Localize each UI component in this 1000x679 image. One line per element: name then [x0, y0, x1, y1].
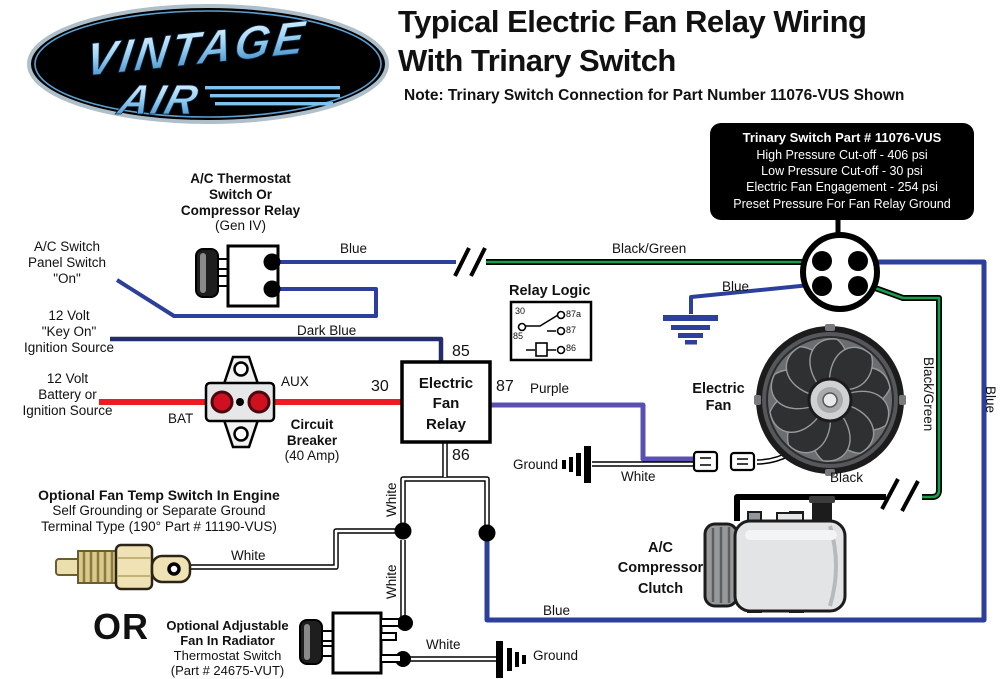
- engine-temp-sensor: [55, 543, 192, 591]
- wire-label-blue-vertical: Blue: [983, 386, 998, 414]
- wire-blue-ground: [689, 282, 821, 314]
- radiator-switch-sublabel: Thermostat Switch (Part # 24675-VUT): [170, 648, 285, 679]
- compressor-label: A/C Compressor Clutch: [617, 540, 704, 597]
- ground-symbol-trinary: [663, 315, 718, 345]
- wire-label-dark-blue: Dark Blue: [297, 323, 357, 338]
- key-on-label: 12 Volt "Key On" Ignition Source: [23, 308, 115, 355]
- or-label: OR: [93, 606, 149, 647]
- wire-blue-loop: [484, 259, 987, 623]
- title-note: Note: Trinary Switch Connection for Part…: [404, 87, 905, 104]
- wire-label-purple: Purple: [530, 381, 570, 396]
- circuit-breaker: [204, 355, 276, 449]
- wire-label-blue-top: Blue: [340, 241, 368, 256]
- wire-label-blue-trinary: Blue: [722, 279, 750, 294]
- wire-white-branch: [400, 476, 490, 533]
- trinary-info-title: Trinary Switch Part # 11076-VUS: [742, 130, 942, 145]
- wire-label-black-green-top: Black/Green: [612, 241, 687, 256]
- radiator-thermostat-switch: [299, 611, 402, 675]
- wire-break-right: [880, 478, 920, 512]
- relay-terminal-30: 30: [371, 378, 389, 395]
- logic-87a: 87a: [566, 309, 582, 319]
- logic-30: 30: [515, 306, 526, 316]
- relay-terminal-87: 87: [496, 378, 514, 395]
- logic-86: 86: [566, 343, 577, 353]
- wire-label-black-green-vertical: Black/Green: [921, 357, 936, 432]
- electric-fan: [754, 324, 906, 476]
- trinary-info-box: Trinary Switch Part # 11076-VUS High Pre…: [710, 123, 974, 220]
- wire-purple: [490, 402, 694, 462]
- vintage-air-logo: VINTAGE AIR: [27, 4, 389, 124]
- wire-label-white-fan: White: [621, 469, 656, 484]
- wire-label-ground-bottom: Ground: [533, 648, 579, 663]
- trinary-switch: [800, 232, 880, 312]
- engine-switch-sublabel: Self Grounding or Separate Ground Termin…: [41, 503, 277, 534]
- relay-terminal-86: 86: [452, 447, 470, 464]
- fan-connectors: [692, 450, 756, 473]
- wire-white-engine: [186, 528, 396, 570]
- fan-mount-tabs: [754, 324, 906, 476]
- trinary-info-lines: High Pressure Cut-off - 406 psi Low Pres…: [733, 147, 951, 211]
- fan-relay-box: [400, 360, 492, 444]
- ac-thermostat-label: A/C Thermostat Switch Or Compressor Rela…: [180, 171, 301, 218]
- electric-fan-label: Electric Fan: [692, 381, 745, 415]
- radiator-switch-label: Optional Adjustable Fan In Radiator: [166, 618, 289, 649]
- breaker-sublabel: (40 Amp): [284, 448, 340, 463]
- relay-logic-title: Relay Logic: [509, 283, 591, 299]
- logic-87: 87: [566, 325, 577, 335]
- ac-switch-panel-label: A/C Switch Panel Switch "On": [27, 239, 107, 286]
- ground-symbol-bottom: [496, 641, 526, 678]
- wire-black-compressor: [734, 494, 886, 521]
- wire-label-blue-bottom: Blue: [543, 603, 571, 618]
- wire-label-ground-fan: Ground: [513, 457, 559, 472]
- wire-dark-blue: [110, 336, 444, 362]
- engine-switch-label: Optional Fan Temp Switch In Engine: [38, 487, 280, 503]
- relay-terminal-85: 85: [452, 343, 470, 360]
- wire-label-black: Black: [830, 470, 864, 485]
- ac-compressor: [703, 496, 847, 613]
- battery-label: 12 Volt Battery or Ignition Source: [22, 371, 113, 418]
- wire-label-white-bottom: White: [426, 637, 461, 652]
- ground-symbol-fan: [562, 446, 591, 483]
- logo-speed-lines: [205, 86, 340, 106]
- wire-blue-panel: [115, 278, 378, 318]
- relay-name: Electric Fan Relay: [418, 375, 474, 433]
- wire-label-white-engine: White: [231, 548, 266, 563]
- breaker-label: Circuit Breaker: [286, 417, 338, 448]
- bat-terminal-label: BAT: [168, 411, 194, 426]
- relay-logic-box: [509, 300, 593, 362]
- ac-thermostat-sublabel: (Gen IV): [214, 218, 266, 233]
- logo-word-air: AIR: [112, 77, 205, 124]
- wire-label-white-left-upper: White: [384, 482, 399, 517]
- ac-thermostat-switch: [195, 244, 281, 308]
- wire-label-white-left-lower: White: [384, 564, 399, 599]
- logic-85: 85: [513, 331, 524, 341]
- wire-break-top: [453, 247, 487, 277]
- aux-terminal-label: AUX: [281, 374, 309, 389]
- page-title: Typical Electric Fan Relay Wiring With T…: [398, 4, 867, 79]
